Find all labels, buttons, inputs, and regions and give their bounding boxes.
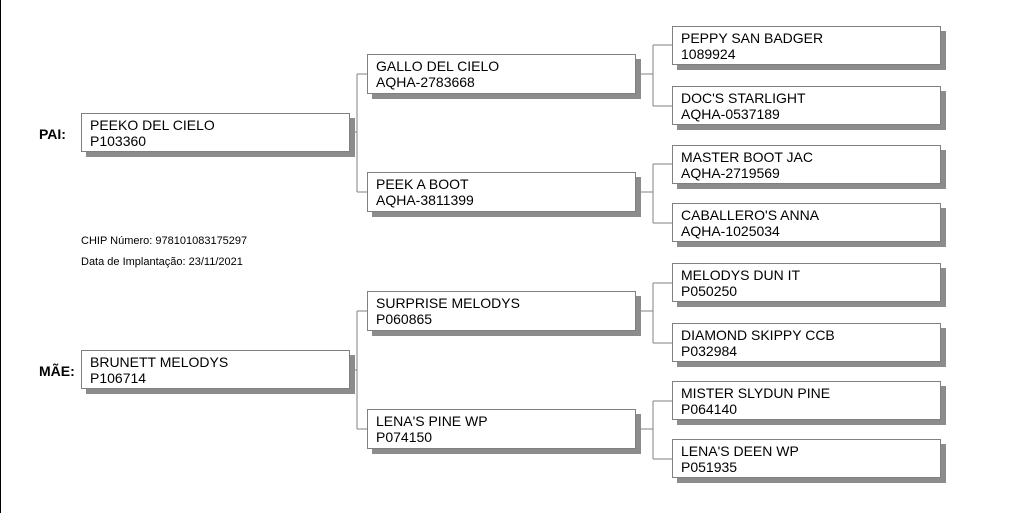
horse-registration: P050250 bbox=[681, 283, 738, 299]
horse-card-dam-sire[interactable]: SURPRISE MELODYS P060865 bbox=[367, 291, 636, 331]
implant-date-line: Data de Implantação: 23/11/2021 bbox=[81, 256, 243, 269]
horse-registration: P060865 bbox=[376, 311, 433, 327]
horse-registration: AQHA-3811399 bbox=[376, 192, 474, 208]
horse-name: PEPPY SAN BADGER bbox=[681, 30, 824, 46]
horse-card-sire-dam-dam[interactable]: CABALLERO'S ANNA AQHA-1025034 bbox=[672, 203, 941, 242]
horse-name: MELODYS DUN IT bbox=[681, 267, 801, 283]
horse-card-dam-sire-sire[interactable]: MELODYS DUN IT P050250 bbox=[672, 263, 941, 302]
horse-name: SURPRISE MELODYS bbox=[376, 295, 520, 311]
horse-registration: P103360 bbox=[90, 133, 147, 149]
horse-card-dam-sire-dam[interactable]: DIAMOND SKIPPY CCB P032984 bbox=[672, 323, 941, 362]
horse-card-sire-dam-sire[interactable]: MASTER BOOT JAC AQHA-2719569 bbox=[672, 145, 941, 184]
horse-name: DIAMOND SKIPPY CCB bbox=[681, 327, 835, 343]
horse-name: DOC'S STARLIGHT bbox=[681, 90, 806, 106]
horse-name: MISTER SLYDUN PINE bbox=[681, 385, 831, 401]
horse-card-dam-dam-dam[interactable]: LENA'S DEEN WP P051935 bbox=[672, 439, 941, 478]
horse-name: LENA'S PINE WP bbox=[376, 413, 488, 429]
horse-card-sire-sire-dam[interactable]: DOC'S STARLIGHT AQHA-0537189 bbox=[672, 86, 941, 125]
horse-registration: P032984 bbox=[681, 343, 738, 359]
horse-card-sire-dam[interactable]: PEEK A BOOT AQHA-3811399 bbox=[367, 172, 636, 212]
implant-date: 23/11/2021 bbox=[188, 256, 243, 268]
horse-name: GALLO DEL CIELO bbox=[376, 58, 500, 74]
horse-card-dam-dam-sire[interactable]: MISTER SLYDUN PINE P064140 bbox=[672, 381, 941, 420]
horse-name: PEEKO DEL CIELO bbox=[90, 117, 215, 133]
horse-registration: AQHA-2783668 bbox=[376, 74, 475, 90]
horse-card-sire-sire[interactable]: GALLO DEL CIELO AQHA-2783668 bbox=[367, 54, 636, 94]
horse-card-sire[interactable]: PEEKO DEL CIELO P103360 bbox=[81, 113, 350, 152]
horse-registration: AQHA-1025034 bbox=[681, 223, 780, 239]
horse-name: BRUNETT MELODYS bbox=[90, 354, 229, 370]
horse-name: PEEK A BOOT bbox=[376, 176, 469, 192]
sire-label: PAI: bbox=[39, 126, 66, 142]
horse-card-sire-sire-sire[interactable]: PEPPY SAN BADGER 1089924 bbox=[672, 26, 941, 65]
horse-name: LENA'S DEEN WP bbox=[681, 443, 799, 459]
dam-label: MÃE: bbox=[39, 363, 75, 379]
horse-registration: AQHA-2719569 bbox=[681, 165, 780, 181]
chip-number-line: CHIP Número: 978101083175297 bbox=[81, 235, 247, 248]
horse-registration: AQHA-0537189 bbox=[681, 106, 780, 122]
horse-registration: P064140 bbox=[681, 401, 738, 417]
horse-registration: 1089924 bbox=[681, 46, 736, 62]
horse-card-dam-dam[interactable]: LENA'S PINE WP P074150 bbox=[367, 409, 636, 449]
horse-name: MASTER BOOT JAC bbox=[681, 149, 813, 165]
horse-registration: P051935 bbox=[681, 459, 738, 475]
horse-registration: P074150 bbox=[376, 429, 433, 445]
horse-registration: P106714 bbox=[90, 370, 147, 386]
implant-date-label: Data de Implantação: bbox=[81, 256, 186, 268]
horse-name: CABALLERO'S ANNA bbox=[681, 207, 820, 223]
chip-number-label: CHIP Número: bbox=[81, 235, 153, 247]
chip-number: 978101083175297 bbox=[155, 235, 248, 247]
horse-card-dam[interactable]: BRUNETT MELODYS P106714 bbox=[81, 350, 350, 389]
